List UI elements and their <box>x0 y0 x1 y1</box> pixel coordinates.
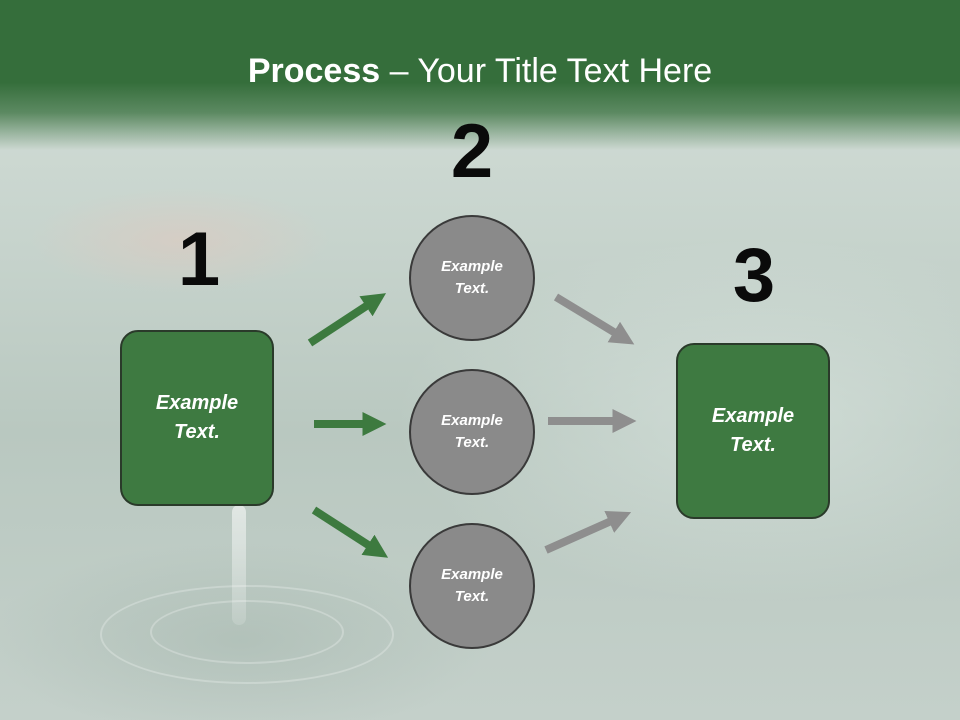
step-3-text: Example Text. <box>711 405 795 456</box>
step-2-circle-bottom: Example Text. <box>409 523 535 649</box>
circle-top-text: Example Text. <box>441 257 503 298</box>
arrow-top-to-right <box>553 293 635 345</box>
title-bar <box>0 0 960 150</box>
arrow-left-to-bottom <box>311 506 389 558</box>
arrow-left-to-top <box>307 293 387 347</box>
step-1-text: Example Text. <box>155 392 239 443</box>
step-1-box: Example Text. <box>120 330 274 506</box>
step-number-3: 3 <box>732 233 776 318</box>
step-3-box: Example Text. <box>676 343 830 519</box>
title-bold: Process <box>247 52 381 90</box>
step-2-circle-middle: Example Text. <box>409 369 535 495</box>
water-ripple <box>100 585 394 684</box>
title-text: – Your Title Text Here <box>380 52 713 90</box>
step-2-circle-top: Example Text. <box>409 215 535 341</box>
arrow-bottom-to-right <box>544 510 632 554</box>
circle-bottom-text: Example Text. <box>441 565 503 606</box>
slide-title: Process – Your Title Text Here <box>0 52 960 91</box>
circle-middle-text: Example Text. <box>441 411 503 452</box>
step-number-2: 2 <box>450 109 494 194</box>
step-number-1: 1 <box>177 217 221 302</box>
hand-image <box>0 150 390 350</box>
